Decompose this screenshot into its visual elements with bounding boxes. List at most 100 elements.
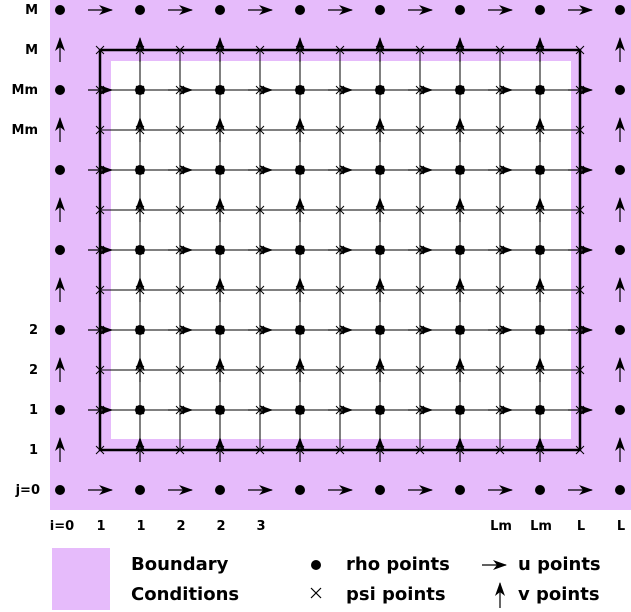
- psi-point: [575, 125, 585, 135]
- boundary-swatch: [52, 548, 110, 610]
- rho-point: [55, 5, 65, 15]
- rho-point: [615, 85, 625, 95]
- j-label: 2: [29, 363, 38, 378]
- legend-u-label: u points: [518, 554, 601, 575]
- rho-point: [55, 325, 65, 335]
- psi-point: [415, 365, 425, 375]
- i-label: 3: [256, 519, 265, 534]
- psi-point: [175, 45, 185, 55]
- i-label: 2: [216, 519, 225, 534]
- rho-point: [295, 325, 305, 335]
- rho-point: [615, 405, 625, 415]
- legend: Boundary Conditions rho points psi point…: [52, 548, 601, 610]
- psi-point: [95, 205, 105, 215]
- j-label: M: [25, 43, 38, 58]
- psi-point: [415, 205, 425, 215]
- psi-point: [335, 365, 345, 375]
- psi-point: [335, 285, 345, 295]
- rho-point: [455, 405, 465, 415]
- rho-point: [295, 485, 305, 495]
- psi-point: [95, 45, 105, 55]
- psi-point: [495, 45, 505, 55]
- legend-rho-label: rho points: [346, 554, 450, 575]
- rho-point: [535, 5, 545, 15]
- psi-point: [255, 285, 265, 295]
- rho-point: [135, 325, 145, 335]
- rho-point: [215, 165, 225, 175]
- j-label: 1: [29, 403, 38, 418]
- rho-point: [55, 245, 65, 255]
- psi-point: [575, 445, 585, 455]
- i-label: i=0: [50, 519, 74, 534]
- j-label: Mm: [12, 123, 38, 138]
- x-cross-icon: [310, 587, 322, 599]
- rho-point: [455, 5, 465, 15]
- j-label: M: [25, 3, 38, 18]
- v-points: [55, 37, 625, 462]
- rho-point: [535, 85, 545, 95]
- rho-point: [615, 5, 625, 15]
- rho-point: [535, 485, 545, 495]
- rho-point: [375, 325, 385, 335]
- psi-point: [415, 445, 425, 455]
- i-index-labels: i=0 1 1 2 2 3 Lm Lm L L: [50, 519, 625, 534]
- psi-point: [175, 285, 185, 295]
- psi-point: [495, 285, 505, 295]
- j-label: j=0: [15, 483, 40, 498]
- i-label: 2: [176, 519, 185, 534]
- u-points: [88, 5, 593, 495]
- rho-point: [135, 405, 145, 415]
- rho-point: [55, 165, 65, 175]
- rho-point: [215, 325, 225, 335]
- rho-point: [375, 165, 385, 175]
- rho-point: [55, 485, 65, 495]
- rho-point: [455, 165, 465, 175]
- psi-point: [255, 365, 265, 375]
- rho-point: [455, 85, 465, 95]
- j-label: 1: [29, 443, 38, 458]
- rho-point: [375, 405, 385, 415]
- psi-point: [255, 205, 265, 215]
- psi-point: [95, 125, 105, 135]
- psi-point: [95, 365, 105, 375]
- legend-v-label: v points: [518, 584, 600, 605]
- i-label: 1: [136, 519, 145, 534]
- rho-point: [295, 165, 305, 175]
- i-label: L: [617, 519, 625, 534]
- rho-point: [455, 325, 465, 335]
- rho-point: [615, 245, 625, 255]
- rho-points: [55, 5, 625, 495]
- psi-point: [175, 365, 185, 375]
- i-label: Lm: [490, 519, 512, 534]
- psi-point: [495, 365, 505, 375]
- psi-point: [255, 445, 265, 455]
- psi-point: [575, 365, 585, 375]
- rho-point: [375, 485, 385, 495]
- rho-point: [535, 245, 545, 255]
- rho-point: [615, 485, 625, 495]
- i-label: 1: [96, 519, 105, 534]
- rho-point: [295, 405, 305, 415]
- j-label: 2: [29, 323, 38, 338]
- psi-point: [255, 125, 265, 135]
- rho-point: [215, 405, 225, 415]
- psi-point: [495, 205, 505, 215]
- rho-point: [535, 325, 545, 335]
- filled-circle-icon: [311, 560, 321, 570]
- rho-point: [215, 245, 225, 255]
- legend-psi-label: psi points: [346, 584, 446, 605]
- rho-point: [455, 245, 465, 255]
- psi-point: [335, 205, 345, 215]
- psi-point: [175, 445, 185, 455]
- psi-point: [335, 445, 345, 455]
- i-label: Lm: [530, 519, 552, 534]
- psi-point: [95, 285, 105, 295]
- rho-point: [135, 85, 145, 95]
- rho-point: [295, 5, 305, 15]
- rho-point: [535, 405, 545, 415]
- psi-point: [495, 125, 505, 135]
- rho-point: [55, 85, 65, 95]
- rho-point: [295, 85, 305, 95]
- rho-point: [615, 165, 625, 175]
- psi-point: [175, 125, 185, 135]
